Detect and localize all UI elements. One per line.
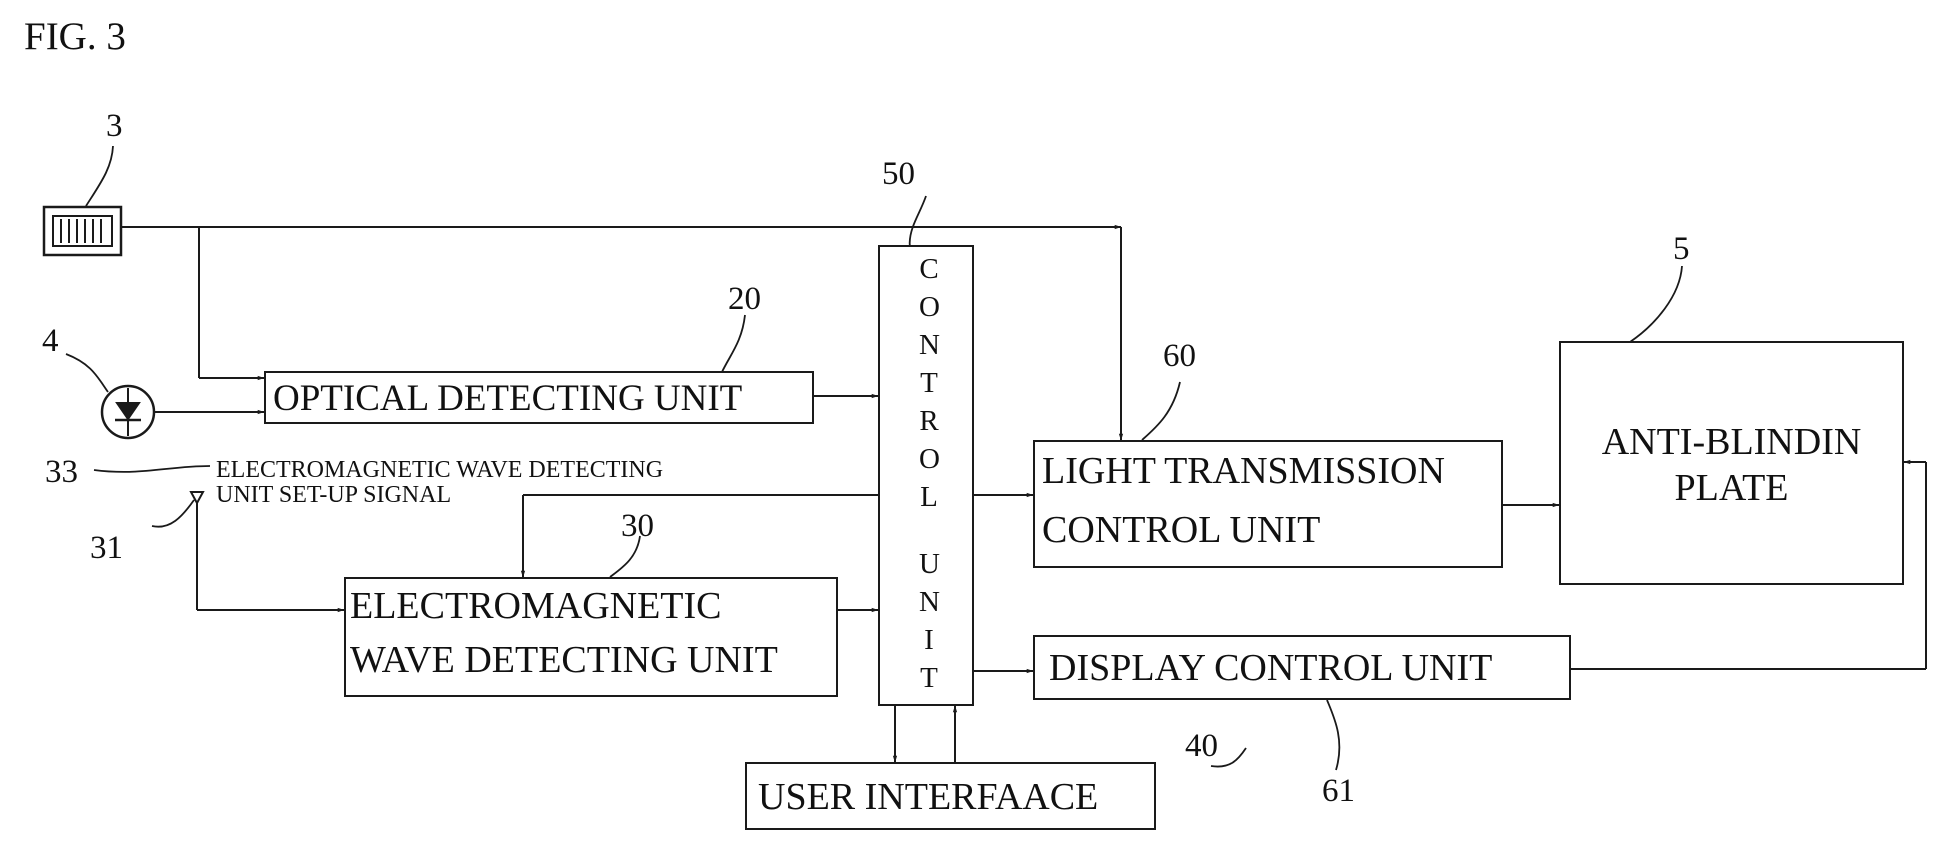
light-transmission-label-line2: CONTROL UNIT <box>1042 511 1320 549</box>
sensor-icon <box>44 207 121 255</box>
setup-signal-label-line2: UNIT SET-UP SIGNAL <box>216 483 451 508</box>
ref-control-unit: 50 <box>882 158 915 191</box>
optical-detecting-unit-block: OPTICAL DETECTING UNIT <box>264 371 814 424</box>
control-unit-char: T <box>919 664 939 693</box>
control-unit-char: T <box>919 369 939 398</box>
ref-photodiode: 4 <box>42 325 59 358</box>
figure-title: FIG. 3 <box>24 14 126 59</box>
ref-user-interface: 40 <box>1185 730 1218 763</box>
control-unit-char: R <box>919 407 939 436</box>
control-unit-char: O <box>919 445 939 474</box>
em-wave-detecting-unit-block: ELECTROMAGNETIC WAVE DETECTING UNIT <box>344 577 838 697</box>
light-transmission-control-unit-block: LIGHT TRANSMISSION CONTROL UNIT <box>1033 440 1503 568</box>
display-control-unit-block: DISPLAY CONTROL UNIT <box>1033 635 1571 700</box>
ref-light-transmission-control-unit: 60 <box>1163 340 1196 373</box>
control-unit-char: N <box>919 588 939 617</box>
control-unit-char: N <box>919 331 939 360</box>
ref-em-wave-detecting-unit: 30 <box>621 510 654 543</box>
anti-blinding-plate-block: ANTI-BLINDIN PLATE <box>1559 341 1904 585</box>
ref-optical-detecting-unit: 20 <box>728 283 761 316</box>
control-unit-char: C <box>919 255 939 284</box>
user-interface-label: USER INTERFAACE <box>758 778 1098 816</box>
control-unit-char: L <box>919 483 939 512</box>
ref-display-control-unit: 61 <box>1322 775 1355 808</box>
ref-setup-signal: 33 <box>45 456 78 489</box>
optical-detecting-unit-label: OPTICAL DETECTING UNIT <box>273 380 742 417</box>
ref-sensor: 3 <box>106 110 123 143</box>
ref-anti-blinding-plate: 5 <box>1673 233 1690 266</box>
photodiode-icon <box>102 386 154 438</box>
anti-blinding-label-line1: ANTI-BLINDIN <box>1561 423 1902 461</box>
ref-antenna: 31 <box>90 532 123 565</box>
setup-signal-label-line1: ELECTROMAGNETIC WAVE DETECTING <box>216 458 663 483</box>
anti-blinding-label-line2: PLATE <box>1561 469 1902 507</box>
control-unit-char: O <box>919 293 939 322</box>
em-wave-label-line2: WAVE DETECTING UNIT <box>350 641 778 679</box>
em-wave-label-line1: ELECTROMAGNETIC <box>350 587 722 625</box>
user-interface-block: USER INTERFAACE <box>745 762 1156 830</box>
control-unit-char: U <box>919 550 939 579</box>
light-transmission-label-line1: LIGHT TRANSMISSION <box>1042 452 1445 490</box>
display-control-unit-label: DISPLAY CONTROL UNIT <box>1049 649 1492 687</box>
control-unit-char: I <box>919 626 939 655</box>
